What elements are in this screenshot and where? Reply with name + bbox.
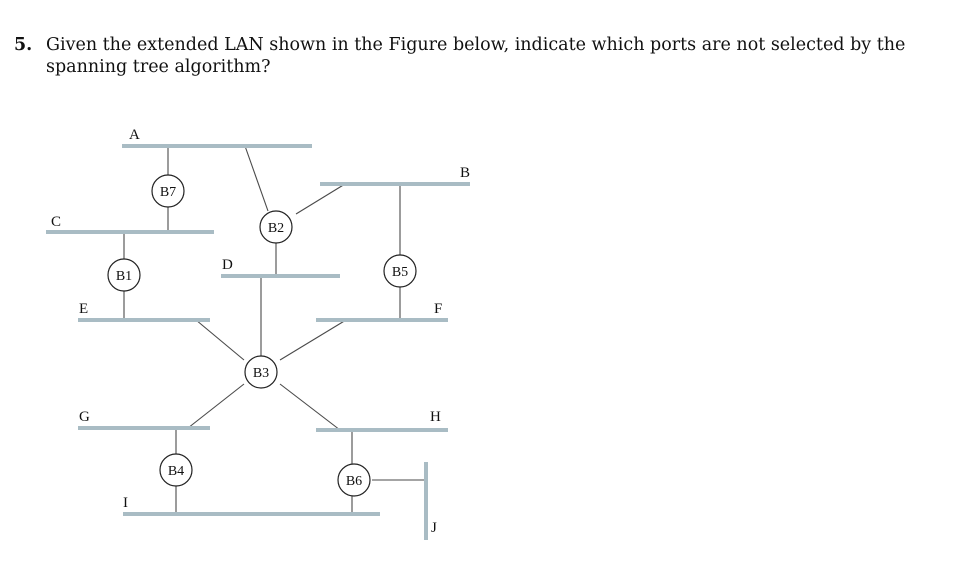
bridge-b7-label: B7 <box>160 185 176 200</box>
bridge-b5-node <box>383 254 417 288</box>
bridge-b6-node <box>337 463 371 497</box>
lan-label-e: E <box>79 301 88 317</box>
question-number: 5. <box>14 35 33 55</box>
lan-label-f: F <box>434 301 442 317</box>
bridge-b2-label: B2 <box>268 221 284 236</box>
bridge-b4-label: B4 <box>168 464 184 479</box>
bridges: B7 B1 B2 B5 B3 B4 B6 <box>107 174 417 497</box>
link-b3-f <box>279 319 347 361</box>
link-b2-b <box>295 183 346 215</box>
bridge-b3: B3 <box>244 355 278 389</box>
bridge-b5: B5 <box>383 254 417 288</box>
bridge-b2: B2 <box>259 210 293 244</box>
lan-labels: A B C D E F G H I J <box>51 127 470 536</box>
link-b3-e <box>195 319 245 361</box>
link-b3-g <box>187 383 245 429</box>
bridge-b3-node <box>244 355 278 389</box>
lan-label-j: J <box>431 520 437 536</box>
bridge-b2-node <box>259 210 293 244</box>
bridge-b6: B6 <box>337 463 371 497</box>
bridge-b7: B7 <box>151 174 185 208</box>
bridge-b1: B1 <box>107 258 141 292</box>
bridge-b6-label: B6 <box>346 474 362 489</box>
link-b3-h <box>279 383 341 431</box>
lan-label-g: G <box>79 409 90 425</box>
link-b2-a <box>244 145 269 212</box>
lan-label-a: A <box>129 127 140 143</box>
lan-label-h: H <box>430 409 441 425</box>
lan-label-i: I <box>123 495 128 511</box>
bridge-b4: B4 <box>159 453 193 487</box>
lan-label-d: D <box>222 257 233 273</box>
question-text: Given the extended LAN shown in the Figu… <box>46 35 906 77</box>
lan-label-c: C <box>51 214 61 230</box>
bridge-b4-node <box>159 453 193 487</box>
bridge-b1-node <box>107 258 141 292</box>
lan-segments <box>46 144 470 540</box>
lan-label-b: B <box>460 165 470 181</box>
links <box>123 145 426 514</box>
bridge-b7-node <box>151 174 185 208</box>
bridge-b3-label: B3 <box>253 366 269 381</box>
bridge-b5-label: B5 <box>392 265 408 280</box>
bridge-b1-label: B1 <box>116 269 132 284</box>
